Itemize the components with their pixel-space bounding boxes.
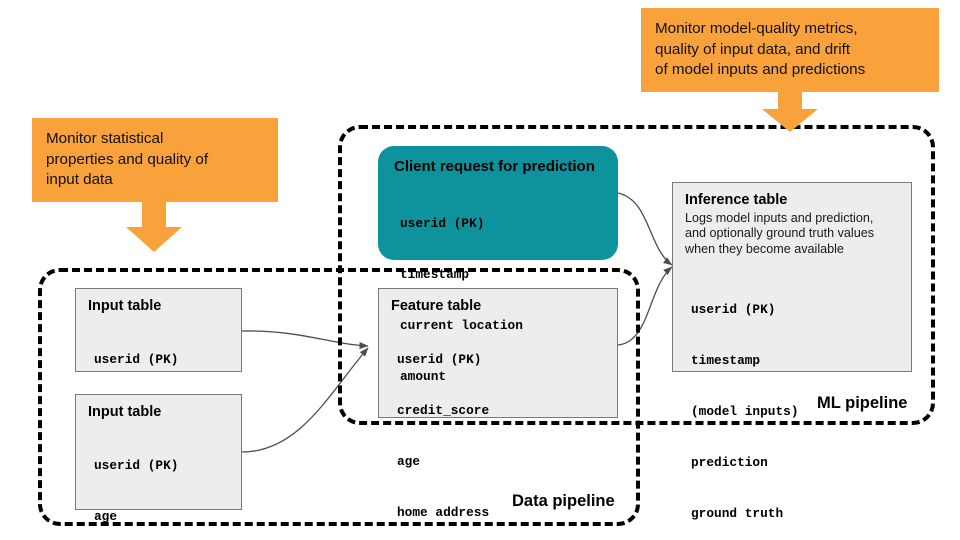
region-label-ml-pipeline: ML pipeline [813, 394, 912, 413]
callout-data-quality: Monitor statistical properties and quali… [32, 118, 278, 252]
entity-client-request[interactable]: Client request for prediction userid (PK… [378, 146, 618, 384]
field-row: amount [400, 368, 447, 384]
callout-line: Monitor statistical [46, 130, 164, 147]
callout-line: quality of input data, and drift [655, 40, 851, 58]
entity-fields: userid (PK) timestamp (model inputs) pre… [685, 267, 899, 540]
field-row: userid (PK) [400, 215, 485, 231]
callout-body: Monitor model-quality metrics, quality o… [641, 8, 939, 92]
field-row: age [397, 454, 421, 470]
field-row: userid (PK) [94, 352, 179, 368]
entity-inference-table[interactable]: Inference table Logs model inputs and pr… [672, 182, 912, 521]
field-row: current location [400, 317, 523, 333]
entity-title: Inference table [685, 192, 788, 208]
entity-fields: userid (PK) timestamp current location a… [394, 181, 604, 419]
field-row: prediction [691, 455, 768, 471]
entity-title: Feature table [391, 298, 482, 314]
callout-line: of model inputs and predictions [655, 61, 866, 79]
desc-line: when they become available [685, 241, 844, 256]
callout-line: Monitor model-quality metrics, [655, 20, 858, 37]
field-row: ground truth [691, 506, 784, 522]
entity-fields: userid (PK) credit_score age home addres… [391, 317, 605, 540]
entity-title: Input table [88, 298, 162, 314]
entity-feature-table[interactable]: Feature table userid (PK) credit_score a… [378, 288, 618, 520]
entity-input-table-demographics[interactable]: Input table userid (PK) age home address… [75, 394, 242, 524]
field-row: userid (PK) [397, 352, 482, 368]
field-row: age [94, 509, 118, 525]
callout-body: Monitor statistical properties and quali… [32, 118, 278, 202]
field-row: timestamp [400, 266, 470, 282]
entity-description: Logs model inputs and prediction, and op… [685, 211, 899, 257]
region-ml-pipeline [338, 125, 935, 425]
field-row: userid (PK) [691, 302, 776, 318]
desc-line: and optionally ground truth values [685, 226, 875, 241]
callout-arrow-down-icon [762, 91, 818, 132]
entity-fields: userid (PK) age home address income [88, 423, 229, 540]
entity-input-table-credit[interactable]: Input table userid (PK) credit_score [75, 288, 242, 418]
callout-line: properties and quality of [46, 150, 209, 168]
entity-title: Client request for prediction [394, 158, 595, 175]
desc-line: Logs model inputs and prediction, [685, 211, 874, 226]
region-label-data-pipeline: Data pipeline [508, 492, 619, 511]
callout-model-quality: Monitor model-quality metrics, quality o… [641, 8, 939, 132]
field-row: userid (PK) [94, 458, 179, 474]
callout-arrow-down-icon [126, 201, 182, 252]
field-row: home address [397, 505, 490, 521]
field-row: credit_score [397, 403, 490, 419]
field-row: timestamp [691, 353, 761, 369]
field-row: (model inputs) [691, 404, 799, 420]
callout-line: input data [46, 171, 113, 189]
entity-title: Input table [88, 404, 162, 420]
